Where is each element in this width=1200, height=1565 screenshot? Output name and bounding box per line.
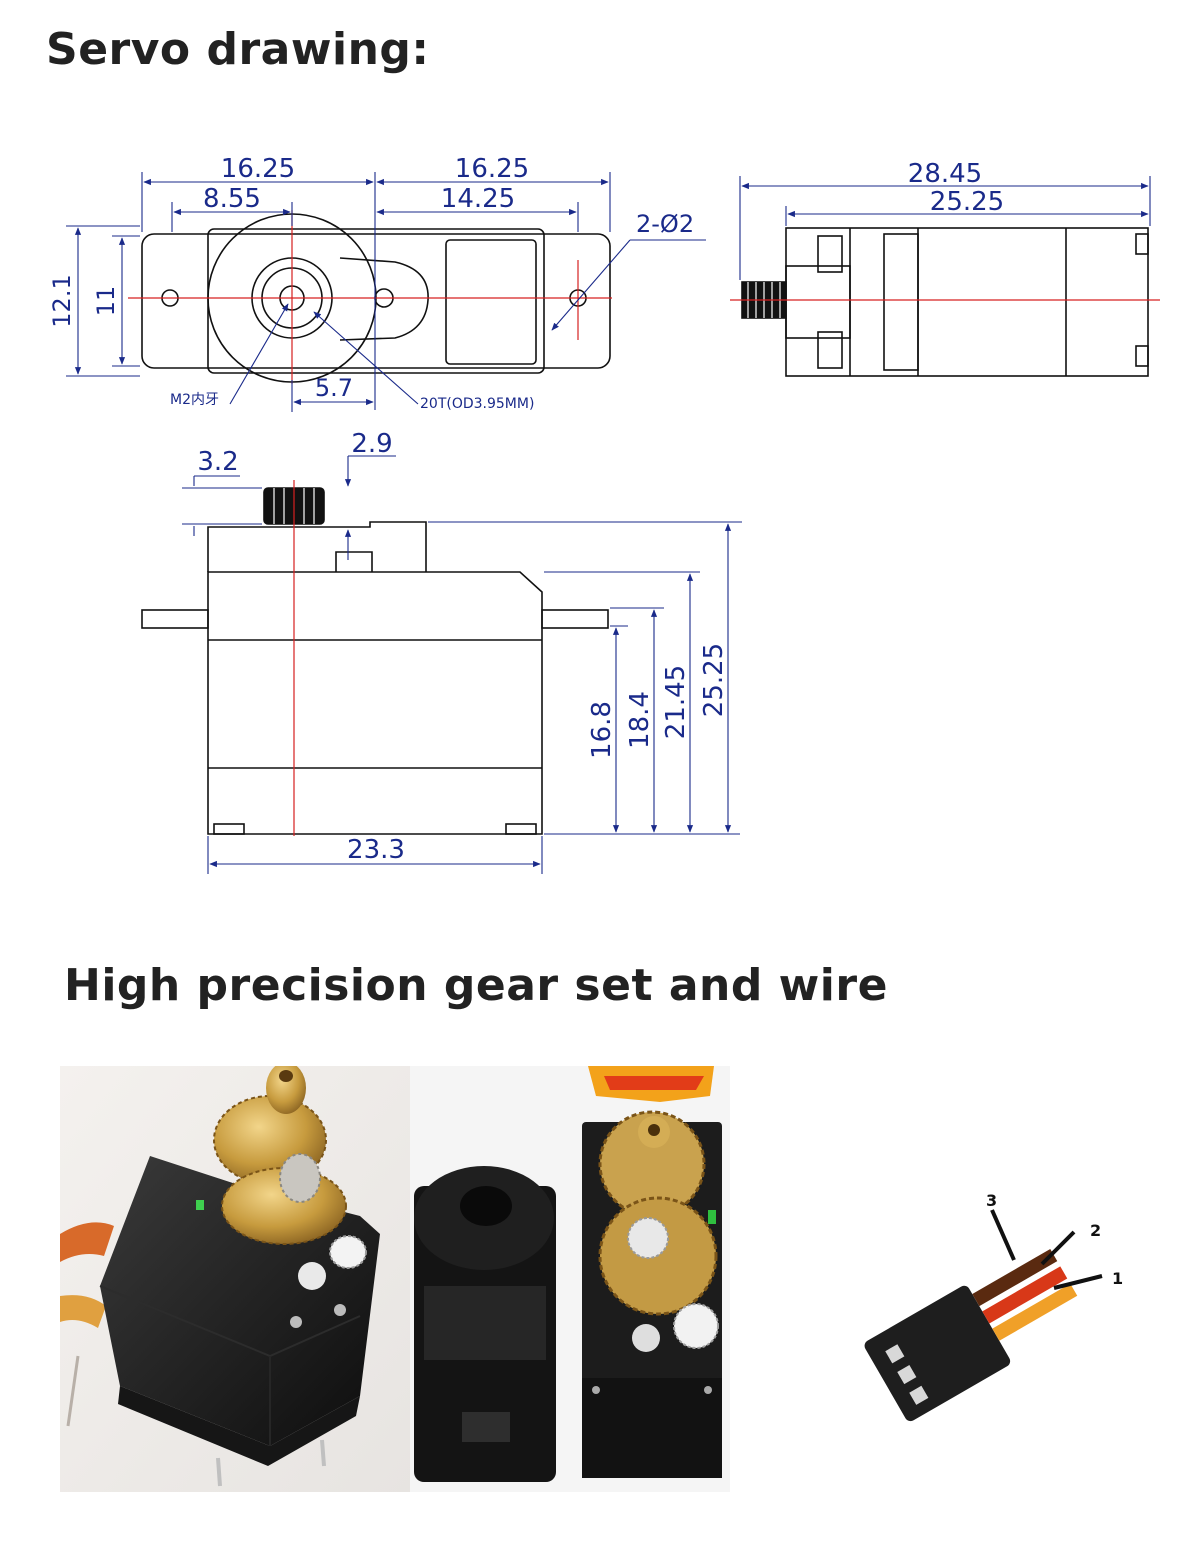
pin-label-2: 2 bbox=[1090, 1221, 1101, 1240]
photo-wire-connector: 3 2 1 bbox=[820, 1160, 1160, 1460]
front-view bbox=[141, 487, 609, 835]
thread-callout: M2内牙 bbox=[170, 392, 219, 408]
dim-left-total: 16.25 bbox=[221, 154, 295, 184]
top-view-dimensions bbox=[66, 172, 706, 412]
photo-servo-gears-angled bbox=[60, 1066, 412, 1492]
side-view bbox=[741, 227, 1149, 377]
top-view-labels: 16.25 8.55 16.25 14.25 2-Ø2 12.1 11 M2内牙… bbox=[48, 154, 694, 412]
heading-servo-drawing: Servo drawing: bbox=[46, 24, 430, 75]
pin-label-3: 3 bbox=[986, 1191, 997, 1210]
pin-label-1: 1 bbox=[1112, 1269, 1123, 1288]
photo-servo-gears-front bbox=[410, 1066, 730, 1492]
front-dim-h3: 21.45 bbox=[661, 665, 691, 739]
dim-offset: 5.7 bbox=[315, 374, 353, 402]
dim-height-outer: 12.1 bbox=[48, 274, 76, 327]
hole-callout: 2-Ø2 bbox=[636, 210, 694, 238]
front-dim-width: 23.3 bbox=[347, 835, 405, 865]
side-dim-total: 28.45 bbox=[908, 159, 982, 189]
dim-right-inner: 14.25 bbox=[441, 184, 515, 214]
spline-callout: 20T(OD3.95MM) bbox=[420, 396, 534, 412]
front-dim-h1: 16.8 bbox=[587, 701, 617, 759]
servo-technical-drawing: 16.25 8.55 16.25 14.25 2-Ø2 12.1 11 M2内牙… bbox=[48, 154, 1160, 874]
dim-left-inner: 8.55 bbox=[203, 184, 261, 214]
dim-right-total: 16.25 bbox=[455, 154, 529, 184]
front-dim-h4: 25.25 bbox=[699, 643, 729, 717]
heading-gear-set: High precision gear set and wire bbox=[64, 960, 888, 1011]
side-dim-body: 25.25 bbox=[930, 187, 1004, 217]
front-view-dimensions bbox=[182, 455, 742, 874]
dim-height-inner: 11 bbox=[92, 286, 120, 317]
front-dim-spline: 3.2 bbox=[197, 447, 238, 477]
front-dim-h2: 18.4 bbox=[625, 691, 655, 749]
front-dim-horn: 2.9 bbox=[351, 429, 392, 459]
top-view-centerlines bbox=[128, 210, 612, 384]
side-view-dimensions bbox=[739, 176, 1151, 280]
